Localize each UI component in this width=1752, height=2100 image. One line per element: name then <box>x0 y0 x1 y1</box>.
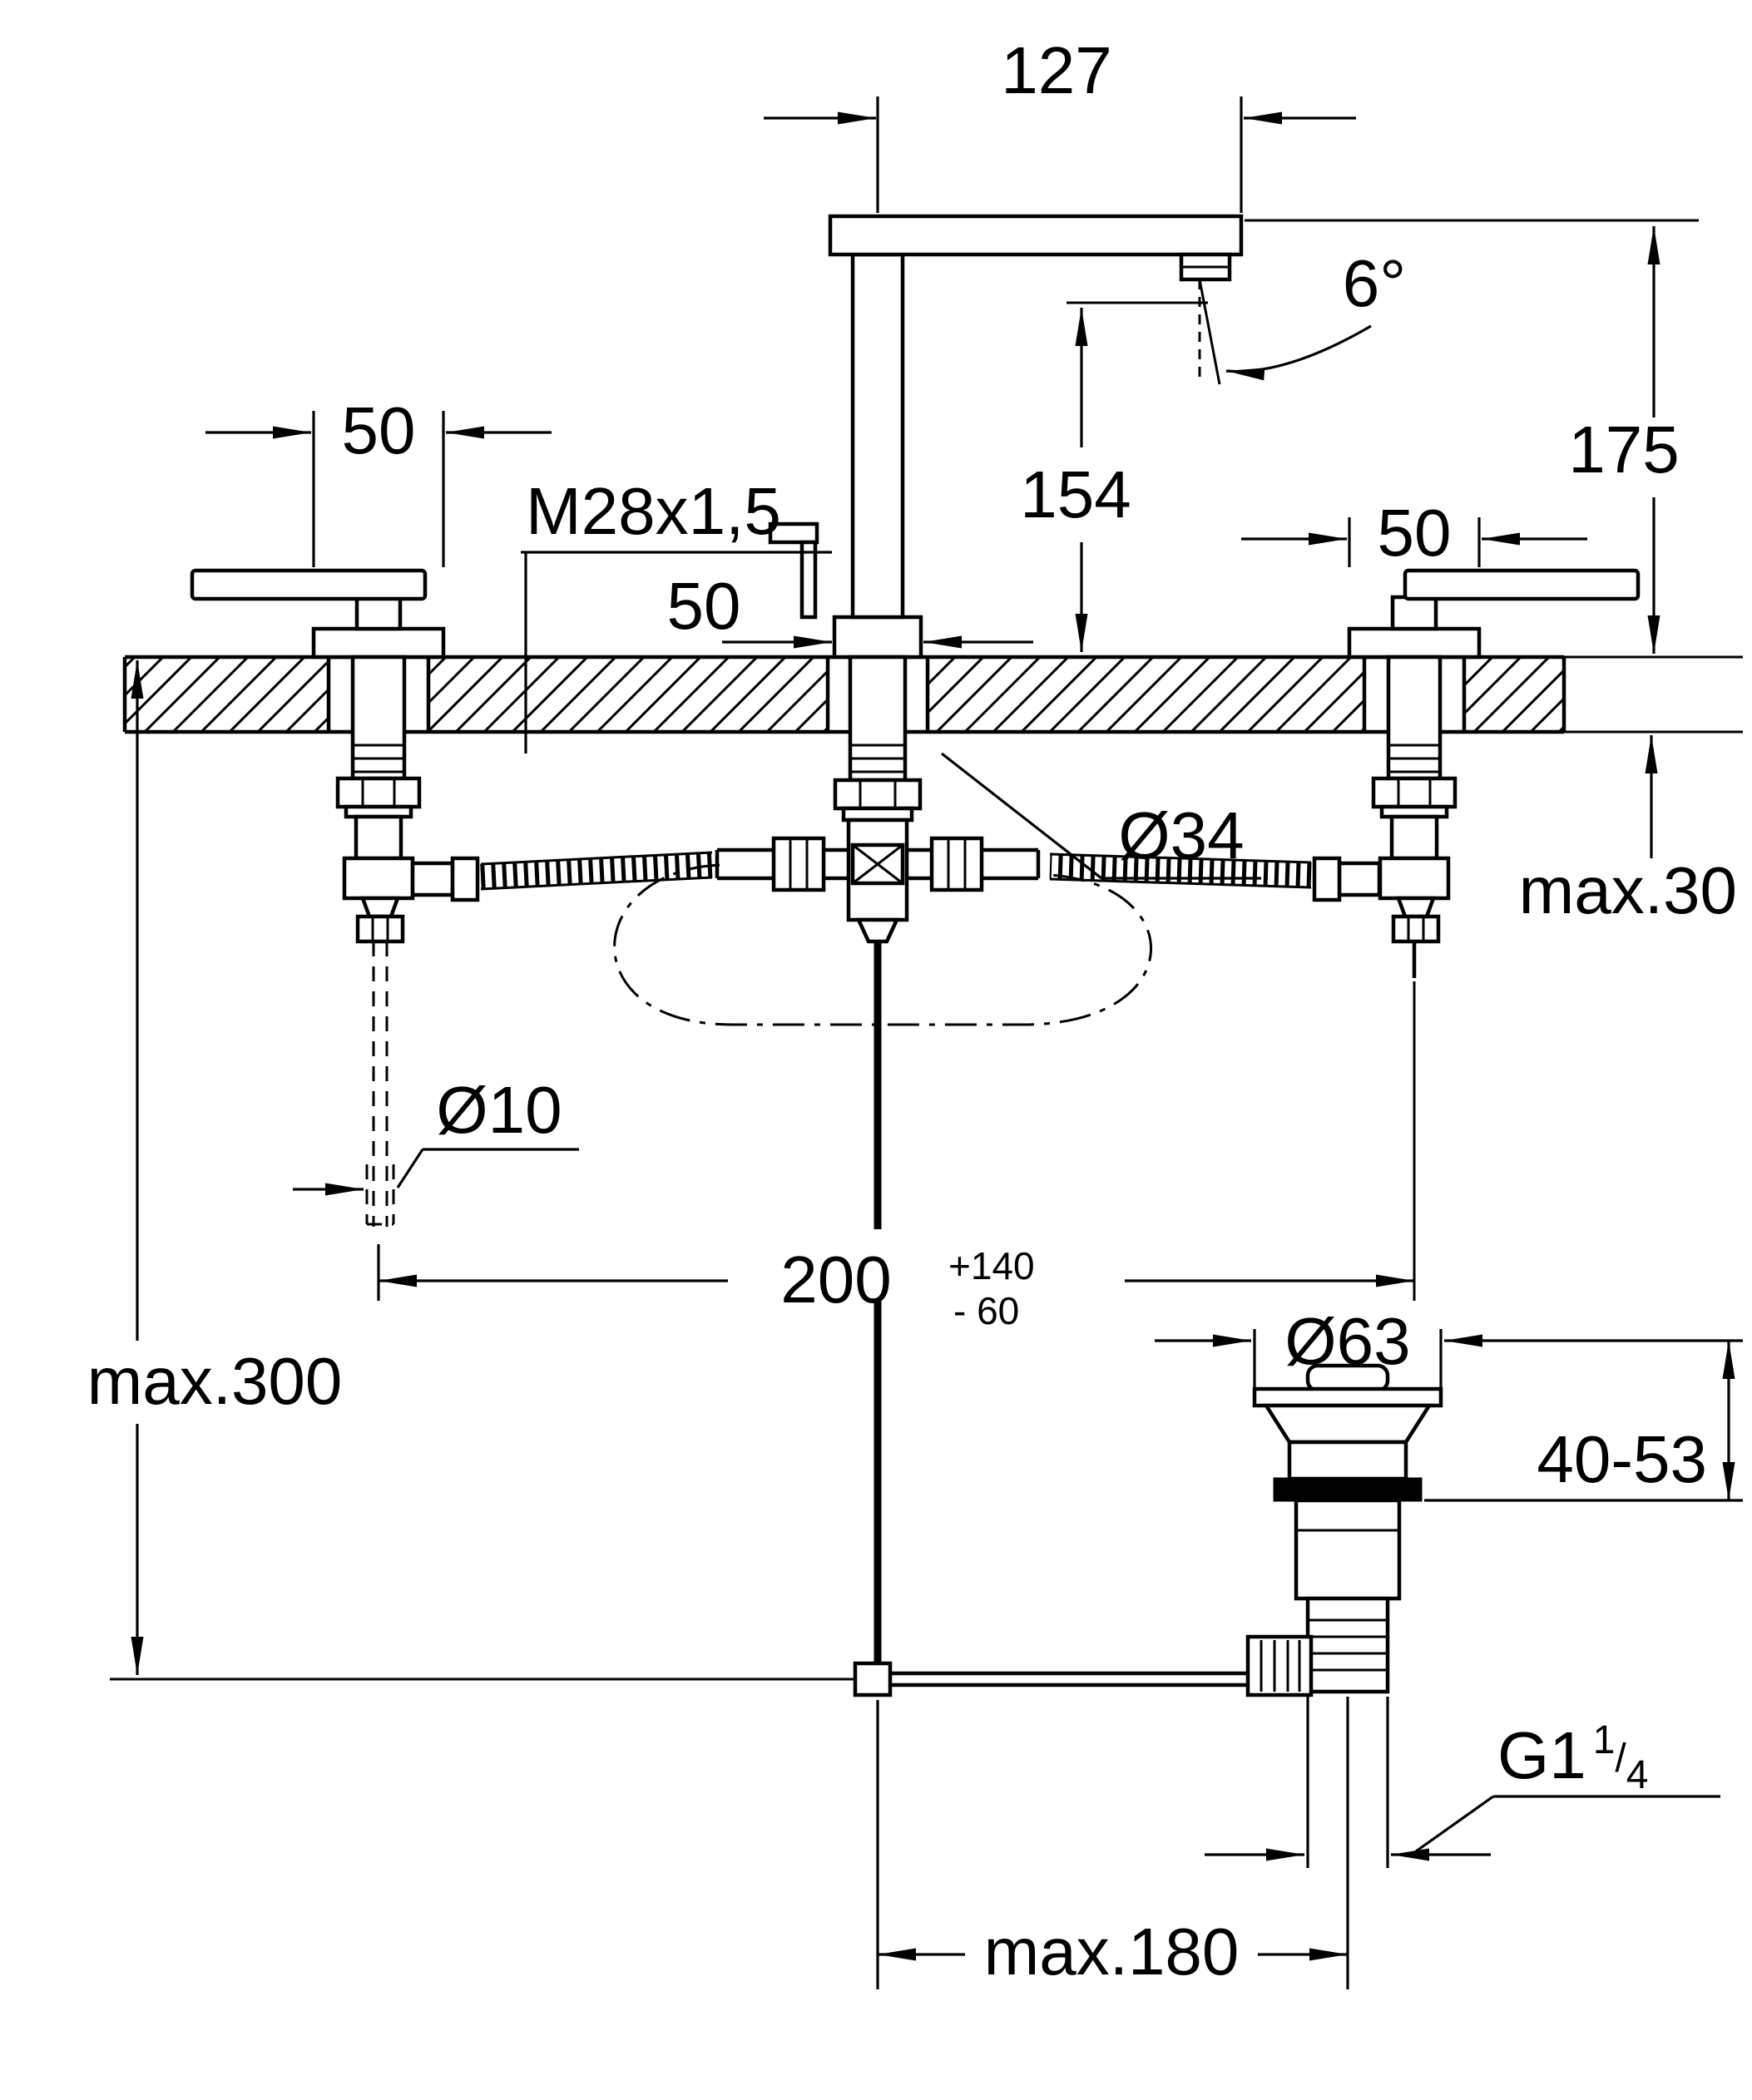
waste-clamp-range-label: 40-53 <box>1537 1422 1707 1496</box>
popup-waste-assembly <box>110 1363 1443 1697</box>
water-stream-line <box>1198 279 1221 385</box>
braided-hose-right <box>1049 854 1312 887</box>
waste-thread-base: G1 <box>1497 1718 1586 1792</box>
spout-reach-label: 127 <box>1001 33 1111 107</box>
hole-spacing-minus-tolerance: - 60 <box>953 1289 1019 1332</box>
right-handle-width-label: 50 <box>1378 496 1452 570</box>
waste-ball-joint-knob <box>1245 1634 1314 1697</box>
outlet-height-label: 154 <box>1020 457 1131 531</box>
dimension-labels: 127 6° 175 154 50 M28x1,5 50 50 Ø34 max.… <box>87 33 1737 1989</box>
waste-tailpiece <box>1305 1596 1390 1694</box>
rod-clevis <box>853 1661 893 1697</box>
right-valve-assembly <box>1312 655 1458 978</box>
dimension-lines <box>131 96 1743 1989</box>
hose-routing-centerline <box>613 863 1152 1026</box>
pipe-diameter-label: Ø10 <box>436 1073 562 1147</box>
rod-offset-label: max.180 <box>984 1915 1240 1989</box>
left-handle <box>190 568 446 660</box>
waste-thread-denominator: 4 <box>1626 1753 1649 1797</box>
spout-height-label: 175 <box>1568 413 1679 487</box>
center-valve-tee <box>715 655 1041 1665</box>
install-depth-label: max.300 <box>87 1344 343 1418</box>
braided-hose-left <box>480 852 713 889</box>
faucet-spout-body <box>768 214 1244 660</box>
hole-diameter-label: Ø34 <box>1118 798 1244 872</box>
deck-thickness-label: max.30 <box>1519 853 1737 927</box>
popup-knob <box>768 521 819 545</box>
body-width-label: 50 <box>667 569 741 643</box>
waste-flange-diameter-label: Ø63 <box>1284 1304 1410 1378</box>
left-handle-width-label: 50 <box>342 393 416 467</box>
thread-size-label: M28x1,5 <box>526 474 781 548</box>
waste-thread-numerator: 1 <box>1593 1718 1616 1762</box>
hole-spacing-plus-tolerance: +140 <box>948 1244 1035 1287</box>
left-valve-assembly <box>335 655 480 1227</box>
right-handle <box>1347 568 1641 660</box>
flexible-hoses <box>480 851 1312 1026</box>
waste-seal-washer <box>1273 1477 1423 1502</box>
hole-spacing-label: 200 <box>780 1243 891 1317</box>
spout-angle-label: 6° <box>1343 246 1406 320</box>
waste-thread-slash: / <box>1615 1737 1626 1781</box>
